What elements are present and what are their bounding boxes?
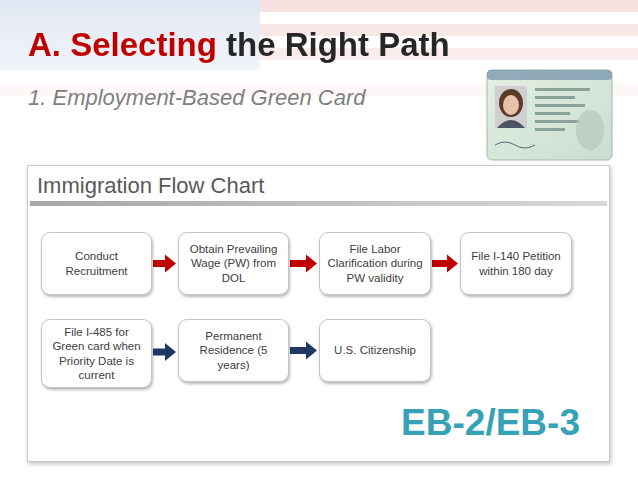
panel-heading: Immigration Flow Chart xyxy=(37,173,264,199)
arrow-shaft xyxy=(153,260,166,267)
process-box: File I-485 for Green card when Priority … xyxy=(41,319,152,388)
process-box: File I-140 Petition within 180 day xyxy=(460,232,572,295)
box-text: Permanent Residence (5 years) xyxy=(184,329,283,371)
photo-hair xyxy=(499,89,523,117)
flow-arrow xyxy=(153,255,176,273)
slide-title: A. Selecting the Right Path xyxy=(28,26,450,64)
box-text: File Labor Clarification during PW valid… xyxy=(325,242,425,284)
chart-panel: Immigration Flow ChartConduct Recruitmen… xyxy=(27,165,610,462)
header-rule xyxy=(30,201,607,206)
card-line xyxy=(535,96,575,99)
arrow-head xyxy=(447,255,458,273)
card-header xyxy=(487,70,612,80)
photo-frame xyxy=(495,86,527,128)
arrow-shaft xyxy=(432,260,448,267)
flow-arrow xyxy=(290,255,317,273)
card-body xyxy=(487,70,612,160)
photo-shoulders xyxy=(497,120,525,128)
arrow-head xyxy=(165,255,176,273)
flow-arrow xyxy=(290,342,317,360)
box-text: File I-485 for Green card when Priority … xyxy=(47,325,146,381)
box-text: Obtain Prevailing Wage (PW) from DOL xyxy=(184,242,283,284)
card-line xyxy=(535,112,570,115)
flow-arrow xyxy=(153,343,176,361)
subtitle: 1. Employment-Based Green Card xyxy=(28,85,366,111)
card-line xyxy=(535,88,590,91)
process-box: U.S. Citizenship xyxy=(319,319,431,382)
arrow-shaft xyxy=(290,260,307,267)
arrow-shaft xyxy=(290,347,307,354)
arrow-shaft xyxy=(153,349,166,356)
box-text: File I-140 Petition within 180 day xyxy=(466,249,566,277)
flow-arrow xyxy=(432,255,458,273)
arrow-head xyxy=(165,343,176,361)
process-box: Conduct Recruitment xyxy=(41,232,152,295)
signature xyxy=(495,142,535,148)
category-label: EB-2/EB-3 xyxy=(380,402,580,444)
green-card xyxy=(487,70,612,160)
card-line xyxy=(535,104,585,107)
statue-watermark xyxy=(576,110,604,150)
photo-face xyxy=(503,95,519,115)
box-text: U.S. Citizenship xyxy=(334,343,416,357)
process-box: Obtain Prevailing Wage (PW) from DOL xyxy=(178,232,289,295)
card-line xyxy=(535,120,580,123)
arrow-head xyxy=(306,342,317,360)
process-box: File Labor Clarification during PW valid… xyxy=(319,232,431,295)
arrow-head xyxy=(306,255,317,273)
card-line xyxy=(535,128,565,131)
box-text: Conduct Recruitment xyxy=(47,249,146,277)
process-box: Permanent Residence (5 years) xyxy=(178,319,289,382)
